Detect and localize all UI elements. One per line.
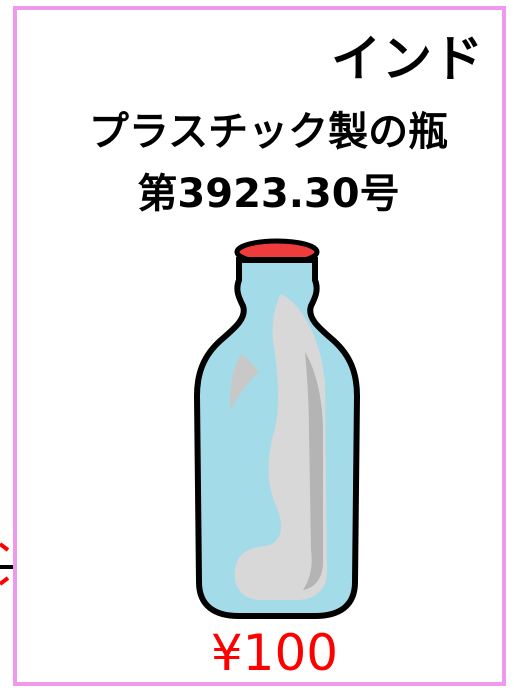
tariff-code: 第3923.30号 [137,171,400,217]
product-card: インド プラスチック製の瓶 第3923.30号 ¥100 [13,6,506,686]
bottle-icon [193,238,361,619]
price-label: ¥100 [210,624,339,682]
product-name: プラスチック製の瓶 [88,109,449,155]
country-label: インド [331,30,484,88]
